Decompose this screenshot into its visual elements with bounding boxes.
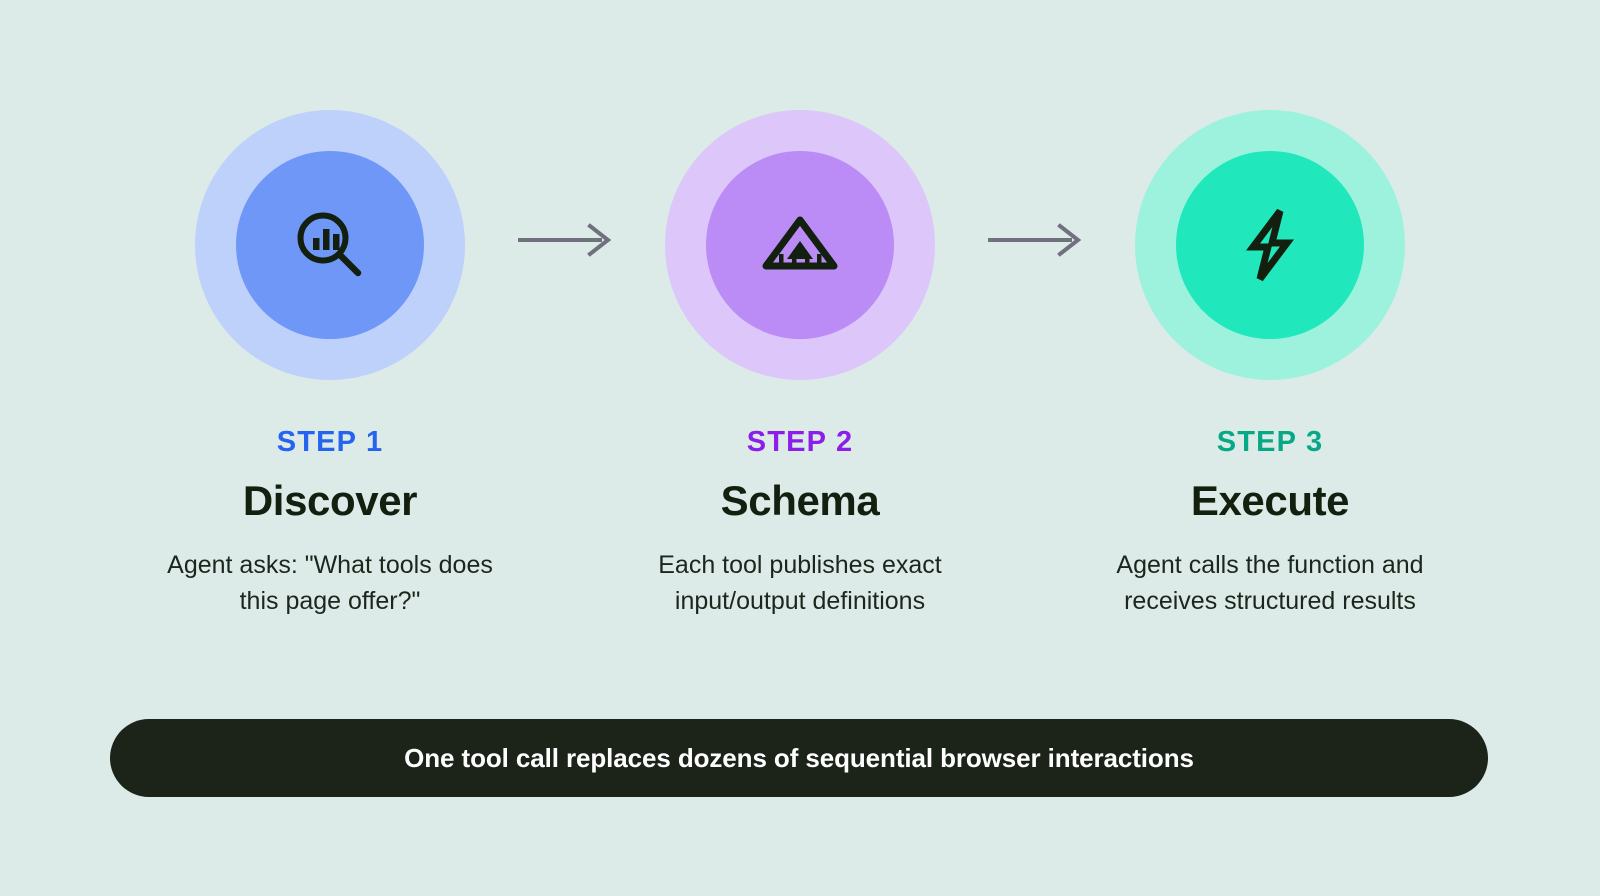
- step-card-2: STEP 2 Schema Each tool publishes exact …: [630, 0, 970, 619]
- connector-1: [500, 0, 630, 258]
- lightning-bolt-icon: [1237, 206, 1303, 284]
- step-card-1: STEP 1 Discover Agent asks: "What tools …: [160, 0, 500, 619]
- step-card-3: STEP 3 Execute Agent calls the function …: [1100, 0, 1440, 619]
- step-1-description: Agent asks: "What tools does this page o…: [167, 551, 493, 615]
- magnifier-bar-chart-icon: [292, 207, 368, 283]
- step-3-outer-circle: [1135, 110, 1405, 380]
- summary-banner: One tool call replaces dozens of sequent…: [110, 719, 1488, 797]
- step-3-title: Execute: [1190, 477, 1350, 524]
- step-1-label: STEP 1: [276, 426, 384, 458]
- arrow-right-icon: [986, 222, 1084, 258]
- step-3-inner-circle: [1176, 151, 1364, 339]
- step-1-outer-circle: [195, 110, 465, 380]
- summary-banner-text: One tool call replaces dozens of sequent…: [404, 742, 1194, 773]
- step-1-inner-circle: [236, 151, 424, 339]
- step-2-outer-circle: [665, 110, 935, 380]
- step-3-description: Agent calls the function and receives st…: [1116, 551, 1424, 615]
- step-1-title: Discover: [242, 477, 418, 524]
- arrow-right-icon: [516, 222, 614, 258]
- step-3-label: STEP 3: [1216, 426, 1324, 458]
- triangle-ruler-icon: [761, 214, 839, 276]
- steps-row: STEP 1 Discover Agent asks: "What tools …: [160, 0, 1440, 619]
- step-2-title: Schema: [720, 477, 880, 524]
- connector-2: [970, 0, 1100, 258]
- step-2-inner-circle: [706, 151, 894, 339]
- step-2-description: Each tool publishes exact input/output d…: [658, 551, 942, 615]
- step-2-label: STEP 2: [746, 426, 854, 458]
